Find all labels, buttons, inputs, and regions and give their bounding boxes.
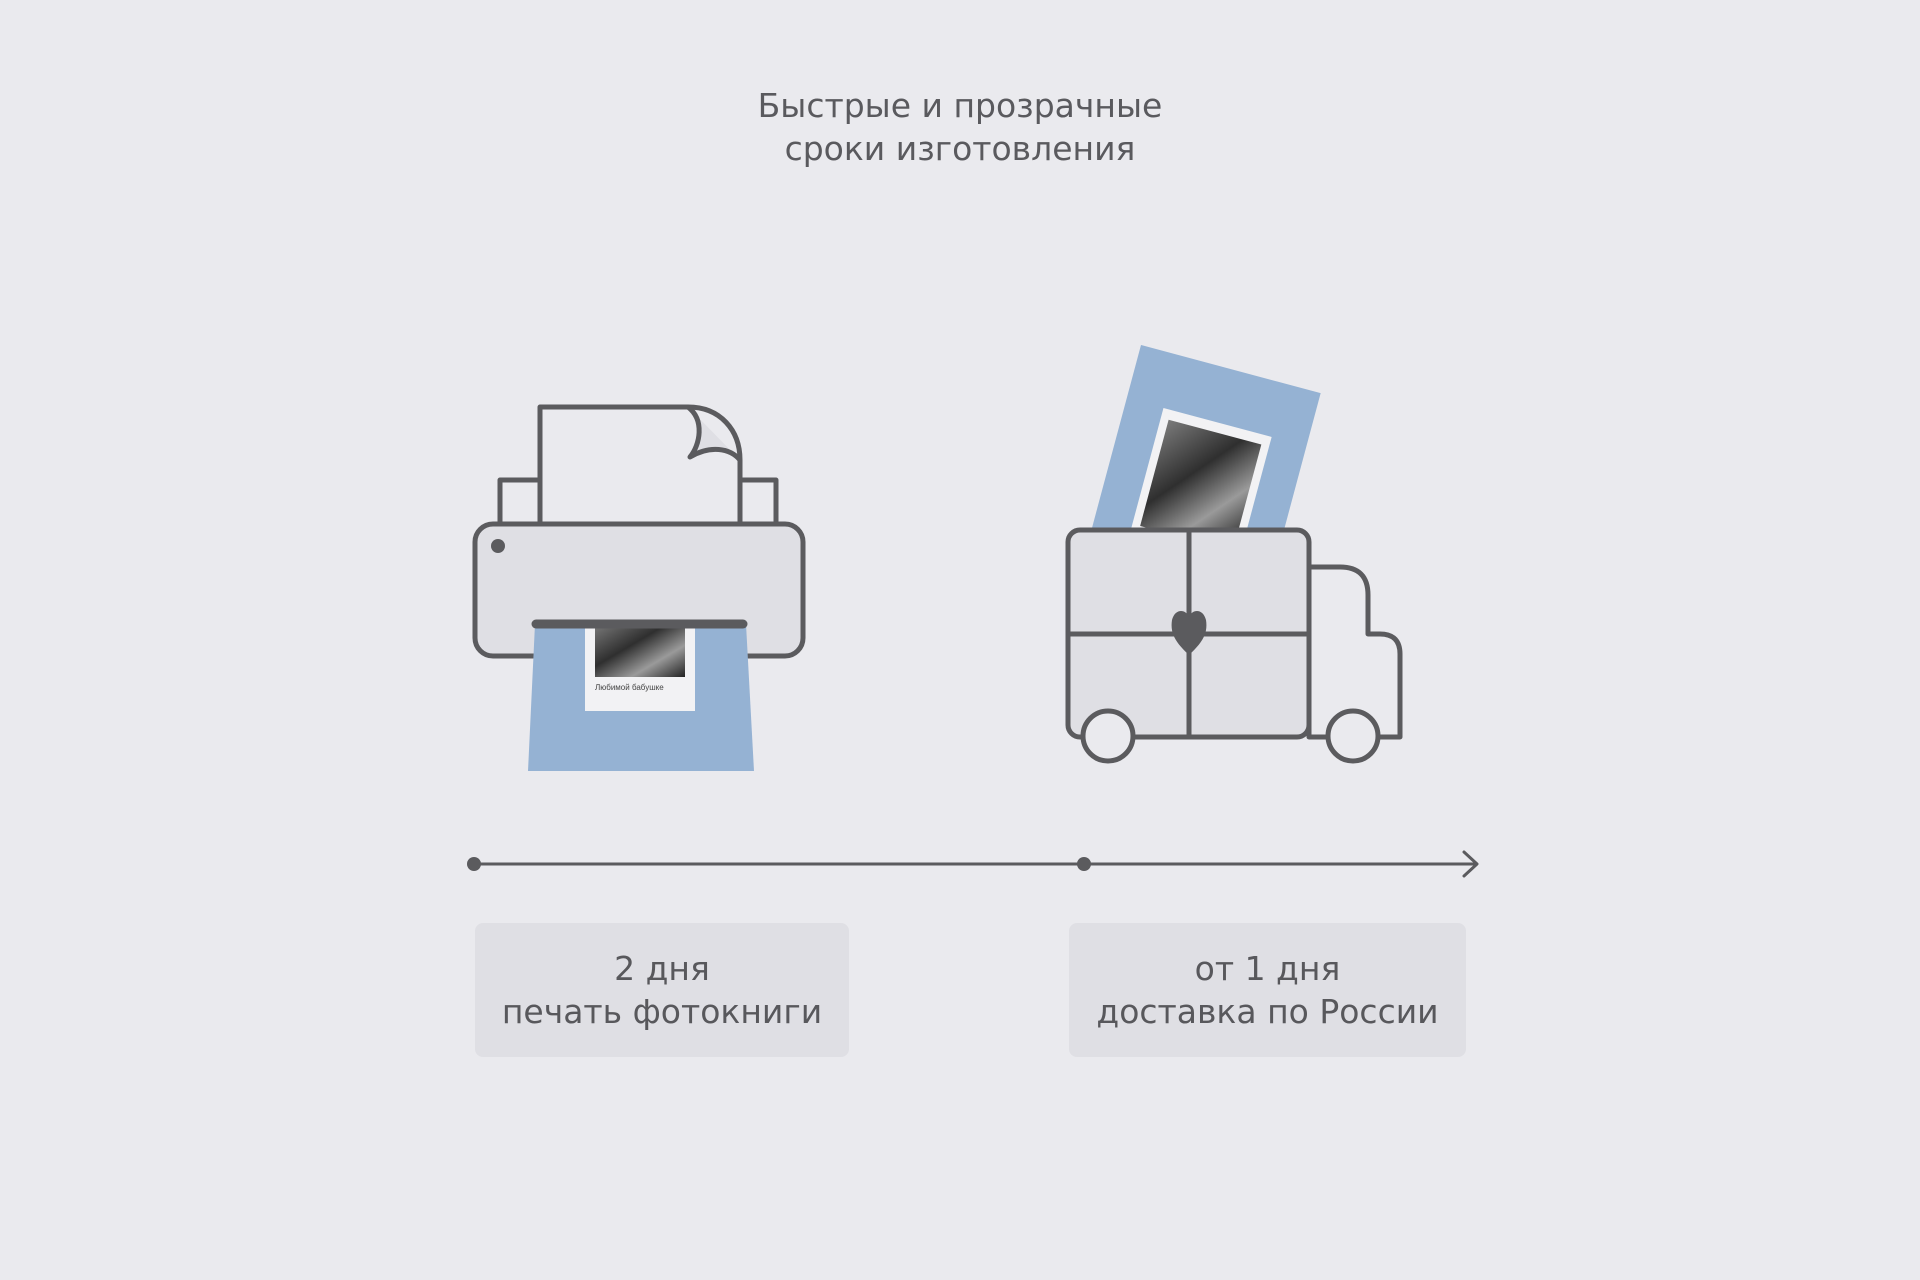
title-line-1: Быстрые и прозрачные xyxy=(757,86,1163,125)
printer-icon xyxy=(472,404,806,659)
step-card-printing: 2 дня печать фотокниги xyxy=(475,923,849,1057)
printed-photobook: Любимой бабушке xyxy=(528,624,754,771)
delivery-truck-icon xyxy=(1065,527,1403,764)
timeline-dot xyxy=(467,857,481,871)
book-caption: Любимой бабушке xyxy=(595,683,664,692)
step-description: доставка по России xyxy=(1096,992,1439,1031)
step-card-delivery: от 1 дня доставка по России xyxy=(1069,923,1466,1057)
step-duration: 2 дня xyxy=(614,949,710,988)
step-description: печать фотокниги xyxy=(501,992,823,1031)
step-duration: от 1 дня xyxy=(1194,949,1341,988)
page-title: Быстрые и прозрачные сроки изготовления xyxy=(0,84,1920,170)
timeline xyxy=(467,850,1479,878)
title-line-2: сроки изготовления xyxy=(784,129,1136,168)
power-button-icon xyxy=(491,539,505,553)
timeline-dot xyxy=(1077,857,1091,871)
heart-icon xyxy=(1171,610,1207,655)
arrow-right-icon xyxy=(1462,850,1479,878)
